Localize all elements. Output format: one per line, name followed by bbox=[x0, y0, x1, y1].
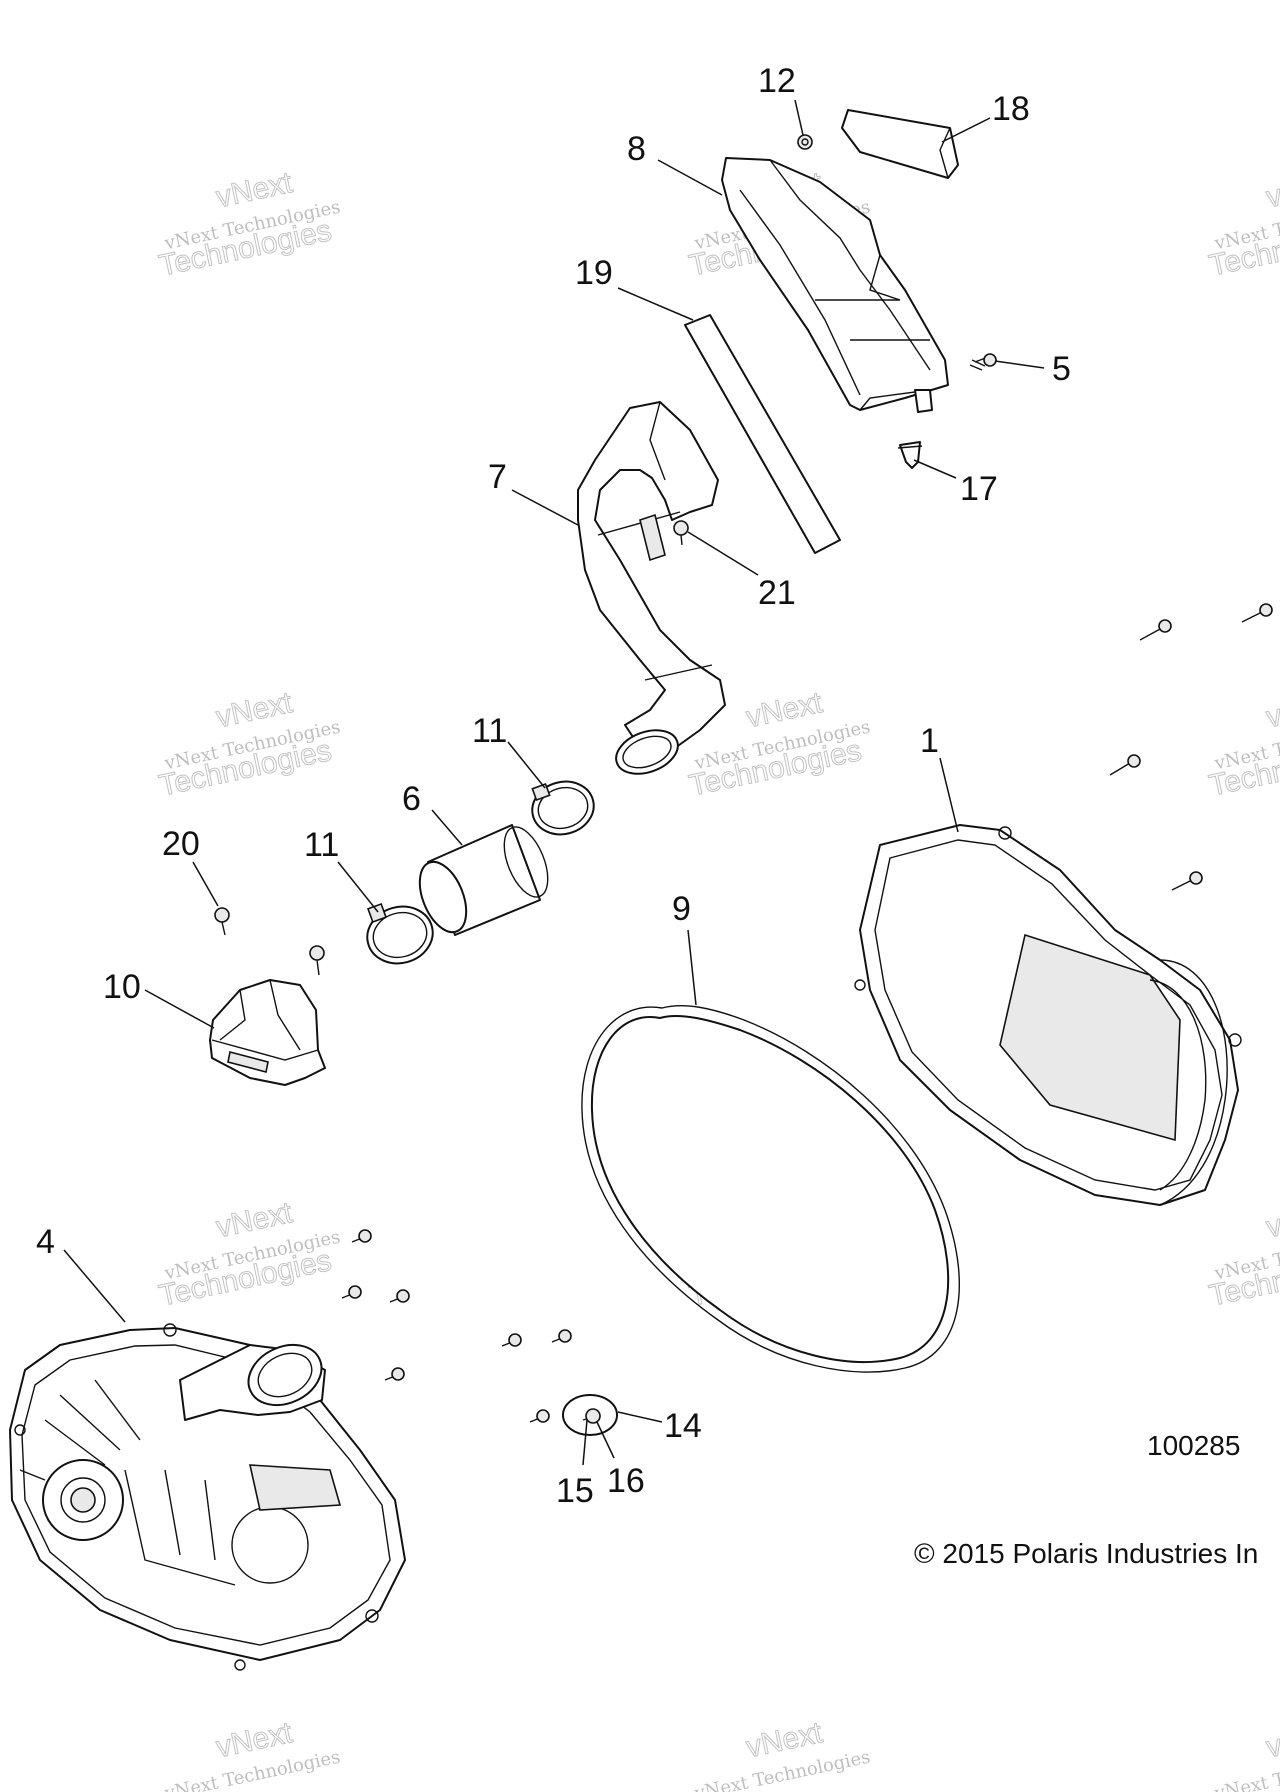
callout-4: 4 bbox=[36, 1223, 55, 1261]
watermark-big-top: vNext bbox=[1263, 166, 1280, 214]
callout-17: 17 bbox=[960, 470, 998, 508]
part-21-screw bbox=[673, 520, 689, 546]
callout-12: 12 bbox=[758, 62, 796, 100]
callout-7: 7 bbox=[488, 458, 507, 496]
callout-1: 1 bbox=[920, 722, 939, 760]
part-11-clamp-upper bbox=[531, 780, 595, 836]
callout-8: 8 bbox=[627, 130, 646, 168]
callout-21: 21 bbox=[758, 574, 796, 612]
part-15-16-screw bbox=[582, 1408, 601, 1424]
callout-6: 6 bbox=[402, 780, 421, 818]
watermark: vNext vNext Technologies Technologies bbox=[1206, 166, 1280, 284]
callout-labels: 1 4 5 6 7 8 9 10 11 11 12 14 15 16 17 18… bbox=[36, 62, 1071, 1510]
part-4-outer-cover bbox=[9, 1323, 406, 1671]
callout-11-upper: 11 bbox=[472, 712, 507, 750]
part-6-coupler bbox=[418, 824, 549, 936]
copyright-notice: © 2015 Polaris Industries In bbox=[914, 1538, 1259, 1569]
part-8-intake-duct bbox=[721, 157, 949, 413]
watermark: vNext vNext Technologies Technologies bbox=[1206, 686, 1280, 804]
part-18-foam-pad bbox=[841, 109, 959, 179]
bolt bbox=[1241, 603, 1273, 623]
watermark-big-top: vNext bbox=[1263, 686, 1280, 734]
bolt bbox=[1171, 871, 1203, 891]
bolt bbox=[1139, 619, 1172, 641]
watermark: vNext vNext Technologies Technologies bbox=[1206, 1196, 1280, 1314]
part-1-inner-cover bbox=[854, 824, 1242, 1206]
callout-10: 10 bbox=[103, 968, 141, 1006]
part-5-bolt bbox=[969, 353, 997, 371]
screw bbox=[384, 1367, 405, 1381]
screw bbox=[501, 1333, 522, 1347]
part-10-inlet-adapter bbox=[209, 979, 326, 1086]
part-19-strip bbox=[684, 314, 841, 554]
callout-20: 20 bbox=[162, 825, 200, 863]
screw bbox=[341, 1285, 362, 1299]
part-17-plug bbox=[897, 441, 923, 469]
part-11-clamp-lower bbox=[366, 903, 434, 965]
bolt bbox=[1109, 754, 1141, 776]
leader-lines bbox=[63, 99, 1045, 1466]
callout-16: 16 bbox=[607, 1462, 645, 1500]
callout-5: 5 bbox=[1052, 350, 1071, 388]
callout-19: 19 bbox=[575, 254, 613, 292]
screw bbox=[351, 1229, 372, 1243]
watermark: vNext vNext Technologies bbox=[692, 1716, 872, 1792]
callout-9: 9 bbox=[672, 890, 691, 928]
screw bbox=[551, 1329, 572, 1343]
part-12-clip bbox=[797, 134, 813, 150]
watermark: vNext vNext Technologies bbox=[162, 1716, 342, 1792]
callout-15: 15 bbox=[556, 1472, 594, 1510]
watermark-big-top: vNext bbox=[1263, 1716, 1280, 1764]
figure-number: 100285 bbox=[1147, 1430, 1241, 1461]
callout-18: 18 bbox=[992, 90, 1030, 128]
watermark: vNext vNext Technologies Technologies bbox=[156, 1196, 342, 1314]
part-7-duct-tube bbox=[577, 401, 726, 775]
screw bbox=[309, 945, 325, 976]
watermark-big-top: vNext bbox=[1263, 1196, 1280, 1244]
watermark: vNext vNext Technologies Technologies bbox=[156, 166, 342, 284]
watermark: vNext vNext Technologies Technologies bbox=[156, 686, 342, 804]
screw bbox=[389, 1289, 410, 1303]
callout-14: 14 bbox=[664, 1407, 702, 1445]
callout-11-lower: 11 bbox=[304, 826, 339, 864]
watermark: vNext vNext Technologies bbox=[1212, 1716, 1280, 1792]
screw bbox=[529, 1409, 550, 1423]
part-9-drive-belt bbox=[581, 1004, 960, 1373]
part-20-screw bbox=[214, 907, 230, 936]
